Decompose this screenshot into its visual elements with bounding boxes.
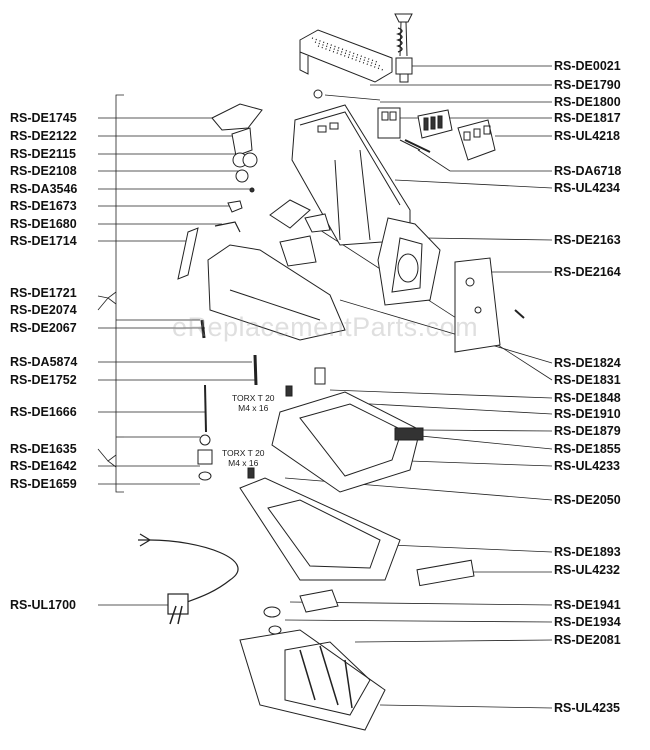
watermark: eReplacementParts.com [172, 312, 479, 342]
part-label[interactable]: RS-DE1893 [554, 545, 621, 559]
rear-plate [454, 257, 501, 353]
washer [263, 606, 281, 618]
part-label[interactable]: RS-DE1934 [554, 615, 621, 629]
bushing [268, 625, 282, 635]
part-label[interactable]: RS-DE2067 [10, 321, 77, 335]
part-label[interactable]: RS-DE1745 [10, 111, 77, 125]
heating-probe [404, 139, 431, 153]
part-label[interactable]: RS-DE1673 [10, 199, 77, 213]
switch-block [377, 107, 421, 151]
part-label[interactable]: RS-DE1666 [10, 405, 77, 419]
torx-screw-2 [247, 467, 255, 479]
soleplate [239, 629, 386, 731]
torx-note-1-line2: M4 x 16 [238, 403, 269, 413]
part-label[interactable]: RS-UL4233 [554, 459, 620, 473]
part-label[interactable]: RS-DE1790 [554, 78, 621, 92]
left-leader-lines [97, 94, 255, 606]
rear-housing [377, 217, 441, 306]
part-label[interactable]: RS-DE2115 [10, 147, 77, 161]
part-label[interactable]: RS-DE2108 [10, 164, 77, 178]
screw-2 [253, 354, 258, 386]
rear-screw [514, 309, 525, 319]
part-label[interactable]: RS-DE1800 [554, 95, 621, 109]
part-label[interactable]: RS-DE1824 [554, 356, 621, 370]
power-cord [138, 533, 239, 625]
part-label[interactable]: RS-DE1721 [10, 286, 77, 300]
part-label[interactable]: RS-DE2122 [10, 129, 77, 143]
part-label[interactable]: RS-DE2163 [554, 233, 621, 247]
torx-note-2-line2: M4 x 16 [228, 458, 259, 468]
part-label[interactable]: RS-UL4235 [554, 701, 620, 715]
upper-small-parts [177, 103, 263, 280]
part-label[interactable]: RS-DE0021 [554, 59, 621, 73]
upper-body-shell [207, 199, 346, 341]
sole-cover [239, 477, 401, 581]
terminal-block [417, 109, 453, 139]
part-label[interactable]: RS-DE1714 [10, 234, 77, 248]
part-label[interactable]: RS-DE1817 [554, 111, 621, 125]
part-label[interactable]: RS-DE1642 [10, 459, 77, 473]
connector-block [457, 119, 496, 161]
torx-note-1: TORX T 20 M4 x 16 [232, 393, 275, 413]
part-label[interactable]: RS-DE2081 [554, 633, 621, 647]
part-label[interactable]: RS-DA6718 [554, 164, 622, 178]
part-label[interactable]: RS-DE2074 [10, 303, 77, 317]
gasket [299, 589, 339, 613]
valve-body [197, 449, 213, 465]
part-label[interactable]: RS-DE1941 [554, 598, 621, 612]
part-label[interactable]: RS-UL4232 [554, 563, 620, 577]
part-label[interactable]: RS-DE2050 [554, 493, 621, 507]
part-label[interactable]: RS-DE1848 [554, 391, 621, 405]
part-label[interactable]: RS-UL4234 [554, 181, 620, 195]
part-label[interactable]: RS-DE2164 [554, 265, 621, 279]
top-handle-cover [299, 29, 393, 83]
screw-1 [200, 319, 206, 339]
small-screw [313, 89, 323, 99]
valve-seal [198, 471, 212, 481]
part-label[interactable]: RS-DA5874 [10, 355, 78, 369]
water-tank [271, 391, 424, 493]
torx-screw-1 [285, 385, 293, 397]
label-plate [416, 559, 475, 587]
part-label[interactable]: RS-DE1635 [10, 442, 77, 456]
steam-control-rod [394, 13, 413, 83]
part-label[interactable]: RS-DE1879 [554, 424, 621, 438]
part-label[interactable]: RS-DE1680 [10, 217, 77, 231]
right-leader-lines [284, 65, 553, 709]
torx-note-2-line1: TORX T 20 [222, 448, 265, 458]
part-label[interactable]: RS-DE1659 [10, 477, 77, 491]
part-label[interactable]: RS-UL4218 [554, 129, 620, 143]
steam-rod [204, 384, 207, 433]
torx-note-2: TORX T 20 M4 x 16 [222, 448, 265, 468]
torx-note-1-line1: TORX T 20 [232, 393, 275, 403]
part-label[interactable]: RS-DE1910 [554, 407, 621, 421]
screw-cap [314, 367, 326, 385]
part-label[interactable]: RS-DE1752 [10, 373, 77, 387]
part-label[interactable]: RS-UL1700 [10, 598, 76, 612]
o-ring [199, 434, 211, 446]
part-label[interactable]: RS-DA3546 [10, 182, 78, 196]
part-label[interactable]: RS-DE1831 [554, 373, 621, 387]
part-label[interactable]: RS-DE1855 [554, 442, 621, 456]
